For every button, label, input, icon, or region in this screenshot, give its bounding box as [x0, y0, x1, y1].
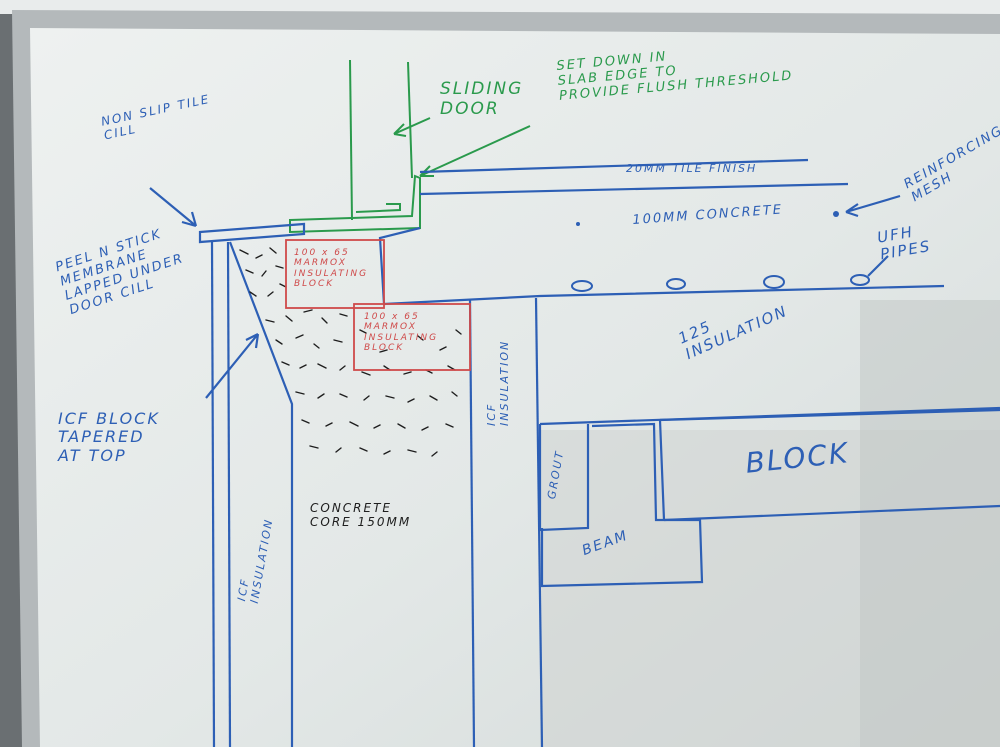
tile-finish-top [419, 158, 809, 174]
beam-outline [540, 422, 704, 588]
marmox-block-1 [285, 239, 385, 309]
label-icf-block: ICF BLOCK TAPERED AT TOP [58, 409, 160, 465]
ufh-pipes [571, 274, 870, 292]
arrow-icf [205, 333, 260, 399]
arrow-door [393, 117, 431, 137]
door-jamb-left [349, 59, 353, 221]
block-outline [658, 408, 1000, 522]
arrow-cill [149, 187, 198, 228]
concrete-hatching [239, 247, 462, 457]
label-marmox-1: 100 x 65 MARMOX INSULATING BLOCK [294, 248, 369, 290]
label-sliding-door: SLIDING DOOR [440, 79, 524, 119]
tile-cill [198, 222, 306, 244]
wall-insulation-right [468, 299, 476, 747]
tile-finish-bottom [419, 182, 849, 196]
slab-underside [383, 284, 945, 306]
door-jamb-right [407, 61, 413, 179]
marmox-block-2 [353, 303, 471, 371]
label-icf-insulation-right: ICF INSULATION [485, 339, 511, 426]
arrow-mesh [845, 194, 901, 218]
grout-block [538, 424, 590, 532]
label-concrete-core: CONCRETE CORE 150MM [310, 501, 412, 529]
label-marmox-2: 100 x 65 MARMOX INSULATING BLOCK [364, 312, 439, 354]
door-threshold [289, 174, 421, 234]
label-tile-finish: 20MM TILE FINISH [626, 162, 758, 175]
slab-edge-left [210, 241, 216, 747]
arrow-ufh [867, 255, 889, 277]
slab-step [378, 226, 421, 305]
